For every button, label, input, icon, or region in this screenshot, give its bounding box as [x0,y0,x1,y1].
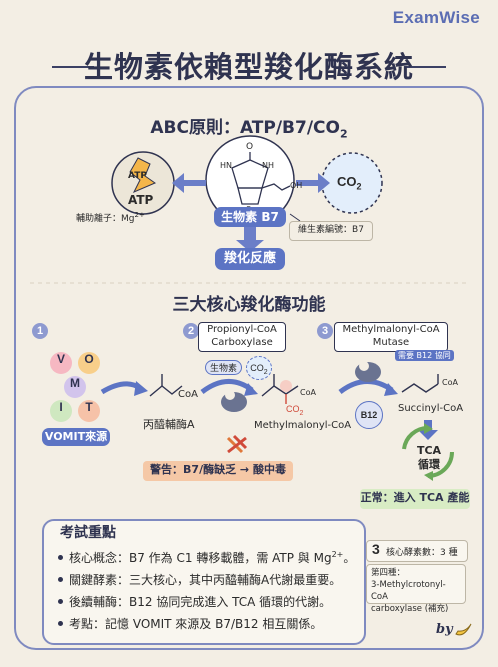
propionyl-coa-name: 丙醯輔酶A [143,418,195,431]
cofactor-label: 輔助離子：Mg2+ [76,211,145,224]
exam-points-heading: 考試重點 [60,525,116,541]
struct-o: O [246,142,254,152]
struct-nh: NH [262,161,274,170]
lightning-icon [129,157,157,193]
b12-circle: B12 [355,401,383,429]
arrow-left-icon [172,173,206,193]
exam-points-panel [42,519,366,645]
fourth-enzyme-note: 第四種： 3-Methylcrotonyl-CoA carboxylase (補… [366,564,466,614]
struct-hn: HN [220,161,232,170]
vomit-letter-i: I [50,400,72,422]
arrow-down-icon [236,225,264,252]
title-rule-right [404,66,446,68]
title-rule-left [52,66,94,68]
co2-bubble: CO2 [246,356,272,380]
vomit-letter-t: T [78,400,100,422]
step2-number: 2 [183,323,199,339]
co2-label: CO2 [337,174,362,192]
vomit-letter-v: V [50,352,72,374]
warning-badge: 警告：B7/酶缺乏 → 酸中毒 [143,461,293,481]
step1-number: 1 [32,323,48,339]
enzymes-heading: 三大核心羧化酶功能 [172,295,326,315]
arrow-right-icon [296,173,330,193]
vitamin-label: 維生素編號：B7 [289,221,373,241]
succinyl-coa-name: Succinyl-CoA [398,403,464,414]
struct-oh: OH [290,181,303,190]
abc-heading: ABC原則：ATP/B7/CO2 [150,118,348,141]
enzyme-count-label: 核心酵素數：3 種 [386,548,458,558]
bullet-key-enzymes: 關鍵酵素：三大核心，其中丙醯輔酶A代謝最重要。 [58,571,341,588]
methylmalonyl-coa-name: Methylmalonyl-CoA [254,420,352,431]
enzyme-count-number: 3 [372,541,380,557]
methylmalonyl-co2: CO2 [286,404,304,417]
bullet-core-concept: 核心概念：B7 作為 C1 轉移載體，需 ATP 與 Mg2+。 [58,549,355,566]
banana-icon [455,623,472,636]
bullet-coenzyme: 後續輔酶：B12 協同完成進入 TCA 循環的代謝。 [58,593,331,610]
vomit-source-badge: VOMIT來源 [42,428,110,446]
enzyme-count-box [366,540,468,562]
page-title: 生物素依賴型羧化酶系統 [83,50,414,84]
carboxylation-badge: 羧化反應 [215,248,285,270]
biotin-b7-badge: 生物素 B7 [214,207,286,227]
succinyl-coa-label: CoA [442,378,458,387]
bullet-exam-tip: 考點：記憶 VOMIT 來源及 B7/B12 相互關係。 [58,615,322,632]
b12-required-tag: 需要 B12 協同 [395,350,454,361]
atp-label: ATP [128,193,154,207]
brand-logo: ExamWise [392,8,480,27]
propionyl-coa-label: CoA [178,389,198,400]
atp-burst-label: ATP [128,171,148,181]
vomit-letter-o: O [78,352,100,374]
content-frame [14,86,484,650]
methylmalonyl-coa-label: CoA [300,388,316,397]
co2-circle [321,152,383,214]
normal-tca-badge: 正常：進入 TCA 產能 [360,489,470,509]
signature: by [436,622,453,637]
biotin-tag: 生物素 [205,360,243,375]
step3-number: 3 [317,323,333,339]
vomit-letter-m: M [64,376,86,398]
